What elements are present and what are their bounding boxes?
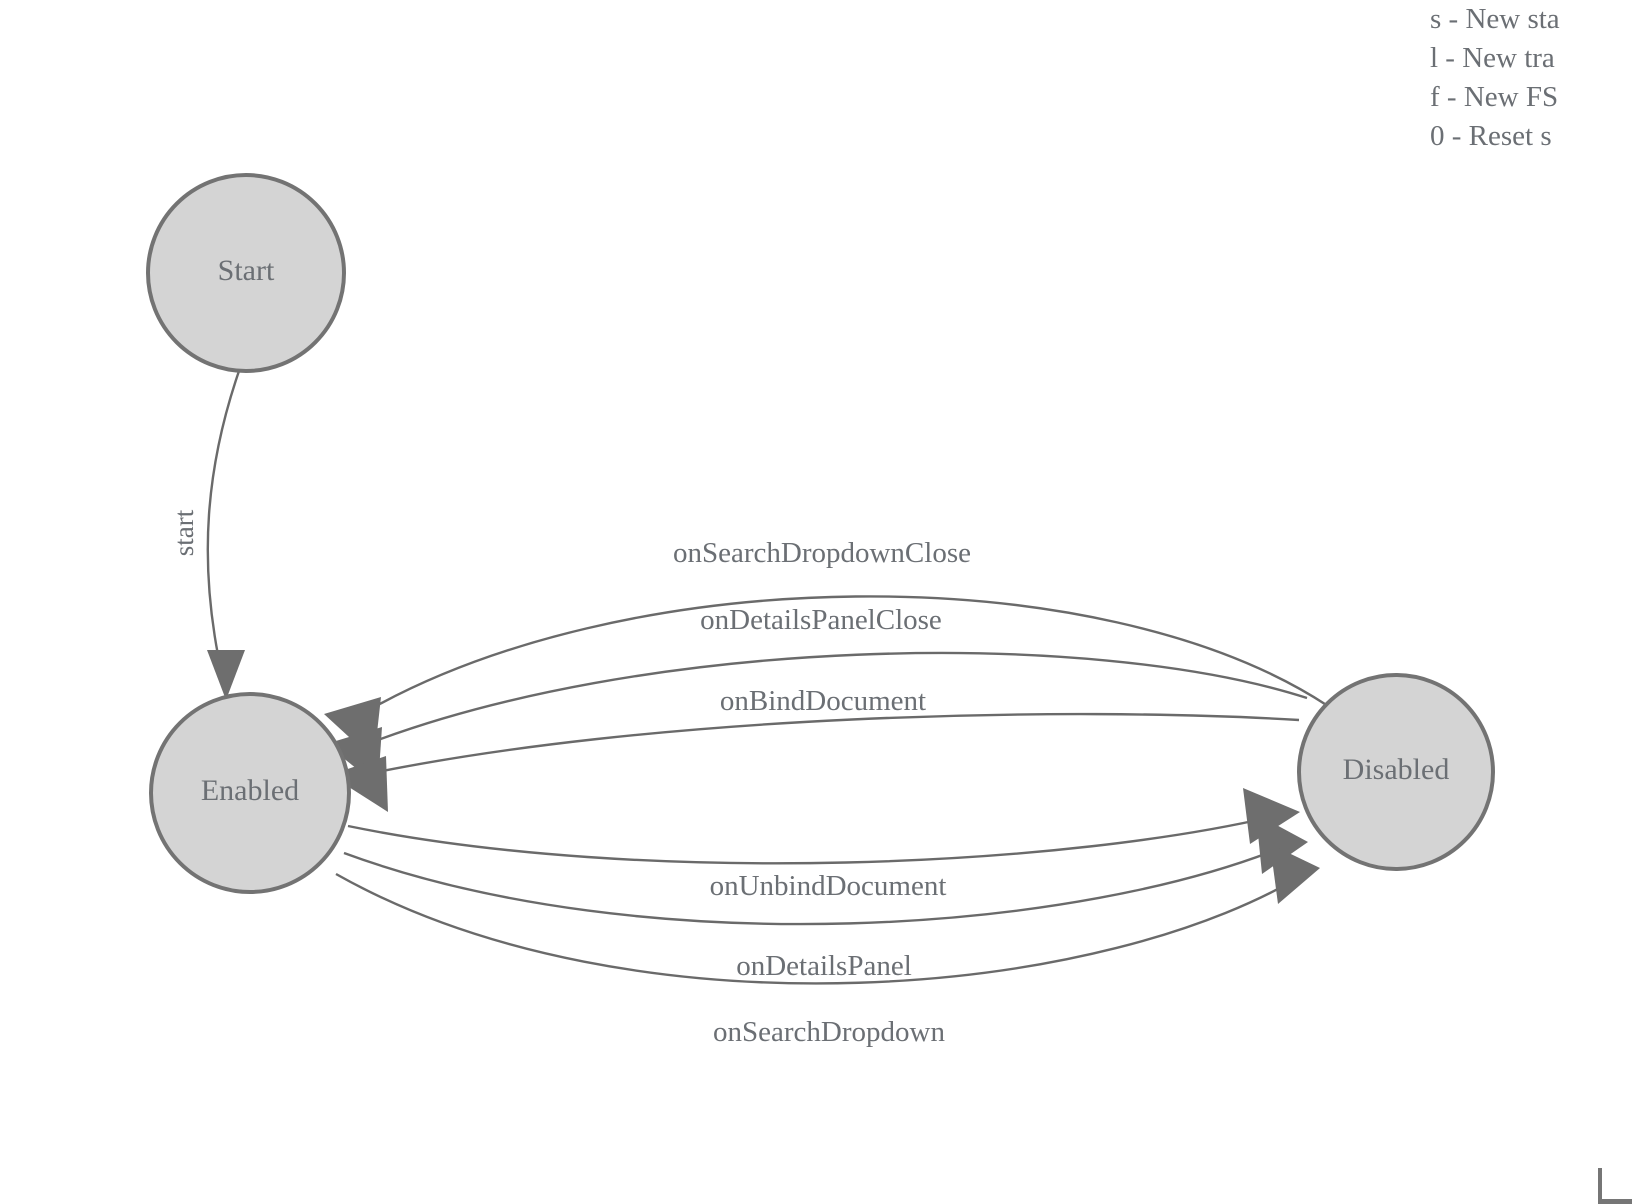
transition-label-ondetailspanel: onDetailsPanel — [736, 950, 912, 982]
corner-frame — [1598, 1168, 1632, 1204]
transition-onunbinddocument-arrowhead — [1243, 788, 1300, 844]
transition-onsearchdropdown[interactable] — [335, 844, 1320, 985]
state-node-disabled[interactable]: Disabled — [1297, 673, 1495, 871]
state-node-enabled[interactable]: Enabled — [149, 692, 351, 894]
transition-label-start: start — [169, 509, 199, 556]
transition-onsearchdropdown-arrowhead — [1270, 844, 1320, 904]
transition-label-ondetailspanelclose: onDetailsPanelClose — [700, 604, 942, 636]
state-node-enabled-label: Enabled — [201, 774, 299, 807]
transition-onbinddocument[interactable] — [330, 712, 1300, 812]
transition-label-onsearchdropdownclose: onSearchDropdownClose — [673, 537, 971, 569]
transition-label-onunbinddocument: onUnbindDocument — [710, 870, 947, 902]
transition-onsearchdropdownclose-path — [354, 595, 1329, 720]
corner-frame-vertical-rule — [1598, 1168, 1602, 1204]
transition-onunbinddocument[interactable] — [347, 788, 1300, 865]
state-node-enabled-circle[interactable] — [149, 692, 351, 894]
transition-ondetailspanelclose-path — [356, 651, 1308, 750]
state-node-disabled-circle[interactable] — [1297, 673, 1495, 871]
transition-start-path — [206, 370, 241, 656]
transition-label-onsearchdropdown: onSearchDropdown — [713, 1016, 945, 1048]
state-node-start-label: Start — [218, 254, 275, 287]
transition-ondetailspanel-path — [343, 838, 1301, 926]
transition-onsearchdropdown-path — [335, 866, 1315, 985]
transition-start[interactable] — [206, 370, 245, 700]
transition-start-arrowhead — [207, 650, 245, 700]
transition-onunbinddocument-path — [347, 810, 1293, 865]
transition-ondetailspanelclose[interactable] — [326, 651, 1308, 786]
transition-label-onbinddocument: onBindDocument — [720, 685, 926, 717]
state-node-disabled-label: Disabled — [1343, 753, 1450, 786]
transition-ondetailspanel-arrowhead — [1256, 814, 1308, 874]
state-node-start-circle[interactable] — [146, 173, 346, 373]
corner-frame-horizontal-rule — [1598, 1199, 1632, 1204]
transition-onbinddocument-path — [357, 712, 1300, 778]
transition-onbinddocument-arrowhead — [330, 756, 388, 812]
transition-ondetailspanel[interactable] — [343, 814, 1308, 926]
state-node-start[interactable]: Start — [146, 173, 346, 373]
